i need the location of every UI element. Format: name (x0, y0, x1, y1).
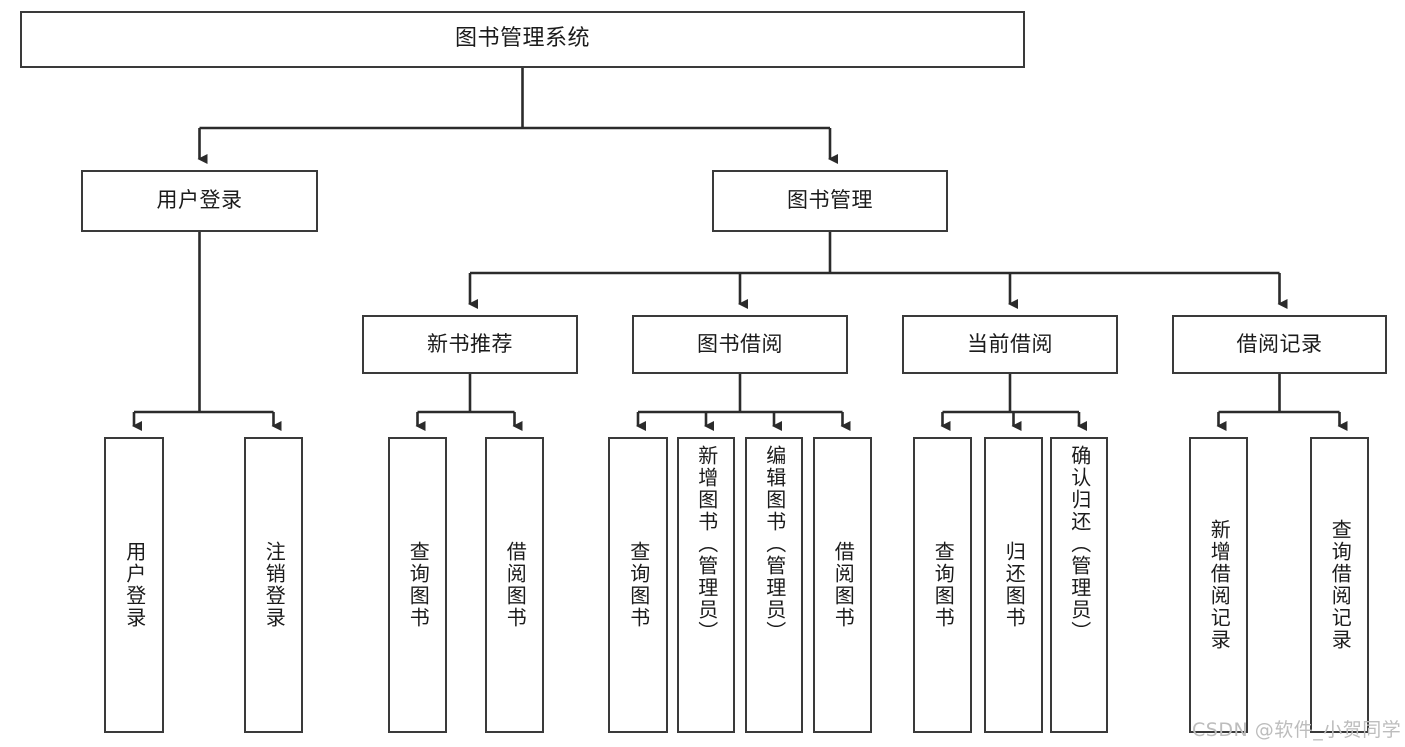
node-leaf-11[interactable]: 新增借阅记录 (1189, 437, 1248, 733)
node-level3-0[interactable]: 新书推荐 (362, 315, 578, 374)
node-leaf-4[interactable]: 查询图书 (608, 437, 668, 733)
node-leaf-5[interactable]: 新增图书（管理员） (677, 437, 735, 733)
node-leaf-1[interactable]: 注销登录 (244, 437, 303, 733)
node-level3-1[interactable]: 图书借阅 (632, 315, 848, 374)
node-root[interactable]: 图书管理系统 (20, 11, 1025, 68)
node-level3-1-label: 图书借阅 (697, 331, 783, 356)
node-leaf-6[interactable]: 编辑图书（管理员） (745, 437, 803, 733)
node-leaf-9[interactable]: 归还图书 (984, 437, 1043, 733)
node-leaf-12[interactable]: 查询借阅记录 (1310, 437, 1369, 733)
node-leaf-1-label: 注销登录 (262, 541, 287, 629)
node-level2-0[interactable]: 用户登录 (81, 170, 318, 232)
node-leaf-7[interactable]: 借阅图书 (813, 437, 872, 733)
node-leaf-11-label: 新增借阅记录 (1207, 519, 1232, 651)
node-leaf-8[interactable]: 查询图书 (913, 437, 972, 733)
node-leaf-0[interactable]: 用户登录 (104, 437, 164, 733)
node-leaf-2-label: 查询图书 (406, 541, 431, 629)
node-level3-3-label: 借阅记录 (1236, 331, 1323, 356)
node-level2-1[interactable]: 图书管理 (712, 170, 948, 232)
node-level3-3[interactable]: 借阅记录 (1172, 315, 1387, 374)
csdn-watermark: CSDN @软件_小贺同学 (1192, 719, 1402, 741)
node-leaf-10-label: 确认归还（管理员） (1067, 445, 1092, 643)
node-leaf-6-label: 编辑图书（管理员） (762, 445, 787, 643)
node-leaf-3[interactable]: 借阅图书 (485, 437, 544, 733)
node-root-label: 图书管理系统 (454, 26, 590, 52)
node-leaf-7-label: 借阅图书 (831, 541, 856, 629)
node-leaf-4-label: 查询图书 (626, 541, 651, 629)
node-level2-1-label: 图书管理 (787, 188, 873, 213)
node-leaf-12-label: 查询借阅记录 (1328, 519, 1353, 651)
node-level3-2[interactable]: 当前借阅 (902, 315, 1118, 374)
node-level2-0-label: 用户登录 (156, 188, 243, 213)
node-leaf-5-label: 新增图书（管理员） (694, 445, 719, 643)
node-level3-2-label: 当前借阅 (967, 331, 1053, 356)
node-level3-0-label: 新书推荐 (427, 331, 513, 356)
node-leaf-3-label: 借阅图书 (503, 541, 528, 629)
node-leaf-0-label: 用户登录 (122, 541, 147, 629)
node-leaf-10[interactable]: 确认归还（管理员） (1050, 437, 1108, 733)
node-leaf-9-label: 归还图书 (1002, 541, 1027, 629)
node-leaf-8-label: 查询图书 (931, 541, 956, 629)
node-leaf-2[interactable]: 查询图书 (388, 437, 447, 733)
